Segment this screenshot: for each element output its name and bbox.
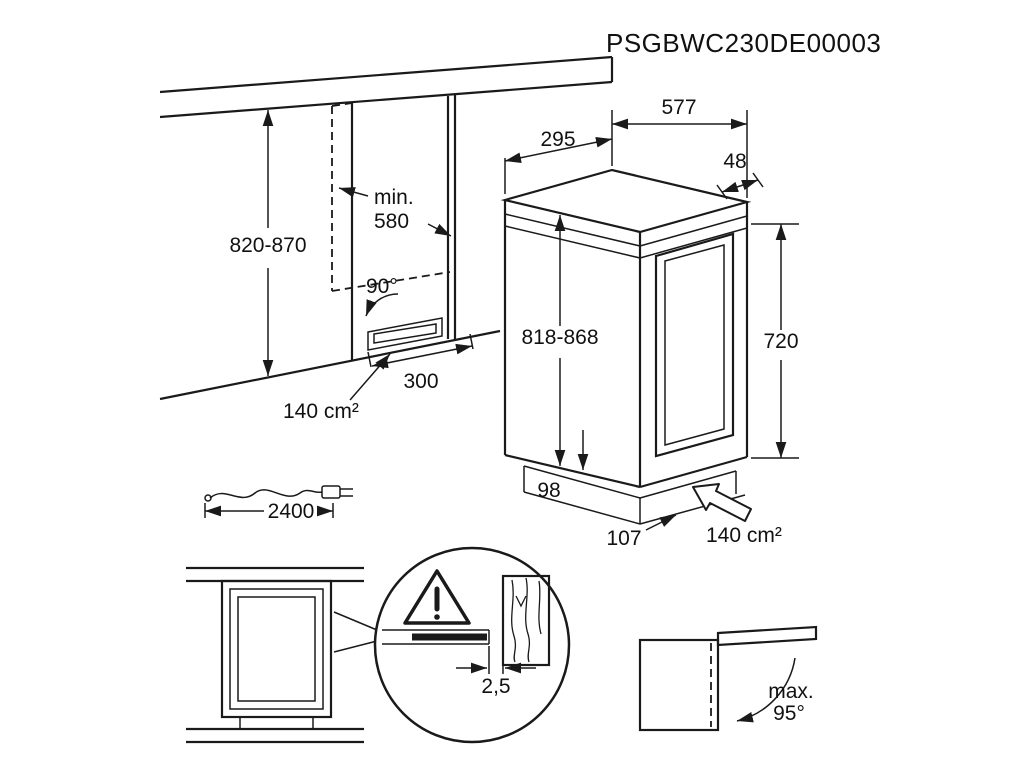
front-view-diagram — [186, 566, 378, 744]
dim-line — [504, 136, 613, 164]
warning-triangle — [403, 569, 471, 625]
gap-label: 2,5 — [481, 675, 510, 698]
niche-height-label: 820-870 — [229, 234, 306, 257]
vent-outer-frame — [367, 317, 443, 351]
cabinet-bottom-left-edge — [504, 453, 641, 489]
dim-plinth-height: 98 — [537, 430, 589, 502]
top-depth-label: 295 — [540, 128, 575, 151]
door-swing-arc — [736, 657, 796, 723]
door-open-bar — [716, 625, 818, 647]
dim-arrow — [645, 514, 677, 531]
cabinet-bottom-right-edge — [639, 455, 748, 489]
plinth-bottom-left — [523, 491, 641, 525]
wood-grain — [511, 579, 517, 663]
vent-width-label: 300 — [403, 370, 438, 393]
warning-icon — [403, 569, 471, 625]
callout-wedge-line — [333, 640, 378, 653]
appliance-front-outer — [220, 579, 333, 719]
appliance-height-label: 818-868 — [521, 326, 598, 349]
vent-area-label: 140 cm² — [283, 400, 359, 423]
niche-depth-value-label: 580 — [374, 210, 409, 233]
niche-depth-min-label: min. — [374, 186, 414, 209]
max-angle-label: 95° — [773, 702, 805, 725]
dim-niche-height: 820-870 — [229, 110, 307, 376]
ext-tick — [469, 333, 474, 350]
floor-line — [159, 329, 501, 401]
niche-back-top-dashed — [331, 102, 353, 107]
label-vent-area: 140 cm² — [283, 353, 391, 423]
cabinet-top-view — [638, 638, 720, 732]
label-plinth-vent-area: 140 cm² — [692, 483, 782, 547]
appliance-cabinet — [500, 168, 752, 525]
plinth-height-label: 98 — [537, 479, 560, 502]
callout-wedge-line — [333, 611, 378, 631]
cabinet-door-outer — [654, 232, 735, 458]
dim-appliance-height: 818-868 — [521, 215, 599, 466]
dim-niche-depth: min. 580 — [338, 186, 452, 237]
appliance-front-inner — [237, 596, 316, 702]
door-angle-label: 90° — [366, 275, 398, 298]
leader-left — [338, 187, 369, 198]
plinth-top-right — [639, 470, 737, 499]
detail-circle-outline — [373, 546, 571, 744]
dim-line — [721, 179, 759, 193]
plug-body-icon — [321, 485, 341, 499]
floor — [159, 329, 501, 401]
dim-plinth-recess: 107 — [606, 514, 677, 550]
wood-grain — [538, 580, 542, 635]
cord-length-label: 2400 — [268, 500, 315, 523]
niche-vent-opening — [367, 317, 443, 351]
door-swing-diagram: max. 95° — [638, 625, 818, 732]
top-slab-line — [639, 227, 748, 259]
top-slab-line — [504, 225, 641, 259]
airflow-arrow-icon — [692, 483, 752, 522]
top-slab-line — [504, 213, 641, 247]
ext-tick — [367, 351, 372, 368]
worktop — [159, 55, 614, 119]
worktop-top-line — [159, 55, 613, 94]
dim-door-angle: 90° — [365, 275, 399, 317]
dim-top-thickness: 48 — [716, 150, 764, 200]
total-depth-label: 577 — [661, 96, 696, 119]
wood-grain — [525, 577, 531, 663]
max-label: max. — [768, 680, 814, 703]
power-cord-diagram: 2400 — [204, 485, 353, 523]
wood-grain — [515, 595, 527, 608]
niche-back-bottom-dashed — [331, 271, 451, 292]
dim-line — [371, 343, 473, 369]
cabinet-door-inner — [664, 244, 725, 446]
top-thickness-label: 48 — [723, 150, 746, 173]
detail-circle: 2,5 — [373, 546, 571, 744]
plinth-recess-label: 107 — [606, 527, 641, 550]
front-height-label: 720 — [763, 330, 798, 353]
warning-exclamation-dot — [434, 614, 440, 620]
wood-post — [501, 574, 551, 667]
door-angle-arc — [365, 293, 399, 317]
model-code-label: PSGBWC230DE00003 — [606, 28, 881, 58]
dim-vent-width: 300 — [367, 333, 474, 393]
top-slab-line — [639, 215, 748, 247]
vent-inner-frame — [373, 323, 437, 344]
appliance-front-mid — [229, 588, 324, 710]
cord-line — [209, 489, 323, 499]
plinth-vent-area-label: 140 cm² — [706, 524, 782, 547]
dim-total-depth: 577 — [611, 96, 748, 198]
leader-line — [349, 353, 391, 401]
plinth-top-left — [523, 465, 641, 499]
dim-top-depth: 295 — [504, 128, 613, 194]
leader-right — [427, 223, 452, 237]
worktop-bottom-line — [159, 80, 613, 119]
dim-front-height: 720 — [751, 223, 799, 459]
niche — [331, 95, 457, 361]
